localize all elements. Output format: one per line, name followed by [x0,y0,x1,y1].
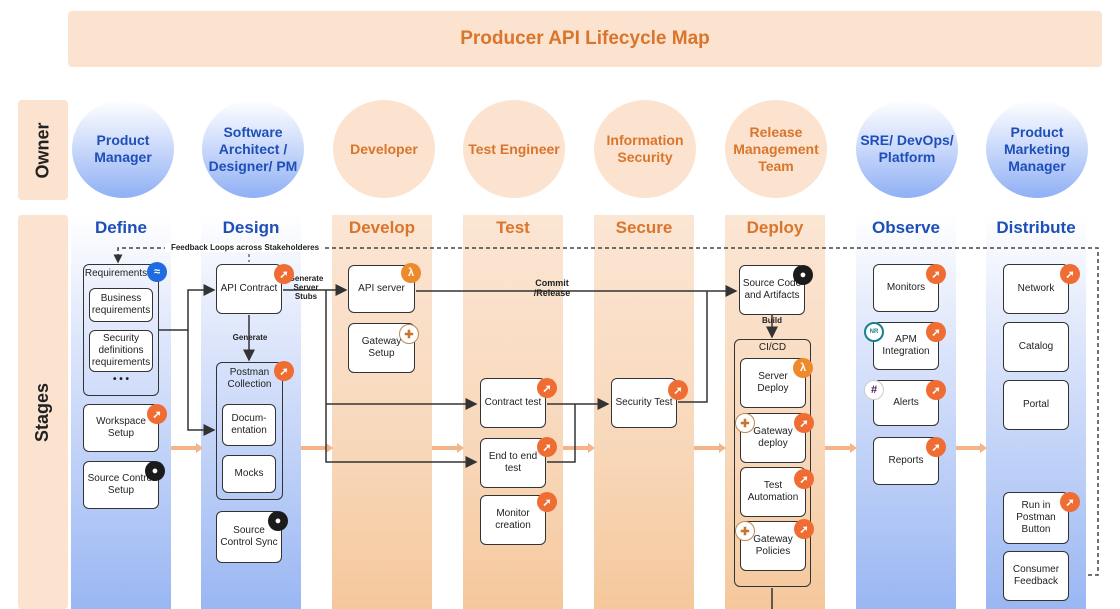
cicd-group[interactable] [734,339,811,587]
postman-icon: ➚ [147,404,167,424]
consumer-feedback[interactable]: Consumer Feedback [1003,551,1069,601]
portal[interactable]: Portal [1003,380,1069,430]
contract-test[interactable]: Contract test [480,378,546,428]
feedback-loop-line [113,247,1099,576]
stage-define: Define [95,218,147,237]
postman-icon: ➚ [668,380,688,400]
postman-icon: ➚ [274,264,294,284]
lambda-icon: λ [793,358,813,378]
apm-integration[interactable]: APM Integration [873,322,939,370]
requirements-group[interactable] [83,264,159,396]
stage-observe: Observe [871,218,941,237]
github-icon: ● [793,265,813,285]
network[interactable]: Network [1003,264,1069,314]
postman-icon: ➚ [537,378,557,398]
stage-design: Design [222,218,280,237]
requirements-label: Requirements [84,268,148,279]
postman-icon: ➚ [794,469,814,489]
stage-develop: Develop [348,218,416,237]
confluence-icon: ≈ [147,262,167,282]
documentation[interactable]: Docum-entation [222,404,276,446]
postman-icon: ➚ [926,437,946,457]
postman-icon: ➚ [926,380,946,400]
stage-test: Test [496,218,530,237]
postman-icon: ➚ [926,264,946,284]
feedback-loop-label: Feedback Loops across Stakeholderes [165,243,325,252]
more-indicator: • • • [112,374,130,385]
postman-icon: ➚ [537,437,557,457]
postman-collection-label: Postman Collection [227,367,272,390]
run-in-postman-button[interactable]: Run in Postman Button [1003,492,1069,544]
commit-release-label: Commit /Release [533,278,571,298]
catalog[interactable]: Catalog [1003,322,1069,372]
owner-information-security: Information Security [594,100,696,198]
postman-icon: ➚ [794,413,814,433]
kong-gateway-icon: ✚ [735,413,755,433]
mocks[interactable]: Mocks [222,455,276,493]
owner-product-manager: Product Manager [72,100,174,198]
postman-icon: ➚ [926,322,946,342]
github-icon: ● [268,511,288,531]
build-label: Build [762,316,782,325]
owner-sre-devops: SRE/ DevOps/ Platform [856,100,958,198]
business-requirements[interactable]: Business requirements [89,288,153,322]
reports[interactable]: Reports [873,437,939,485]
end-to-end-test[interactable]: End to end test [480,438,546,488]
security-definitions-requirements[interactable]: Security definitions requirements [89,330,153,372]
api-contract[interactable]: API Contract [216,264,282,314]
stages-row-label: Stages [18,215,68,609]
kong-gateway-icon: ✚ [735,521,755,541]
github-icon: ● [145,461,165,481]
postman-collection-group[interactable] [216,362,283,500]
lambda-icon: λ [401,263,421,283]
owner-software-architect: Software Architect / Designer/ PM [202,100,304,198]
cicd-label: CI/CD [758,342,787,353]
generate-stubs-label: Generate Server Stubs [288,274,324,301]
new-relic-icon: NR [864,322,884,342]
postman-icon: ➚ [794,519,814,539]
owner-release-management: Release Management Team [725,100,827,198]
kong-gateway-icon: ✚ [399,324,419,344]
owner-product-marketing: Product Marketing Manager [986,100,1088,198]
workspace-setup[interactable]: Workspace Setup [83,404,159,452]
stage-distribute: Distribute [996,218,1076,237]
owner-developer: Developer [333,100,435,198]
slack-icon: # [864,380,884,400]
stage-deploy: Deploy [746,218,804,237]
monitor-creation[interactable]: Monitor creation [480,495,546,545]
generate-label: Generate [232,333,268,342]
postman-icon: ➚ [537,492,557,512]
stage-secure: Secure [615,218,673,237]
gateway-policies[interactable]: Gateway Policies [740,521,806,571]
owner-test-engineer: Test Engineer [463,100,565,198]
postman-icon: ➚ [274,361,294,381]
owner-row-label: Owner [18,100,68,200]
postman-icon: ➚ [1060,492,1080,512]
diagram-title: Producer API Lifecycle Map [68,11,1102,67]
security-test[interactable]: Security Test [611,378,677,428]
postman-icon: ➚ [1060,264,1080,284]
